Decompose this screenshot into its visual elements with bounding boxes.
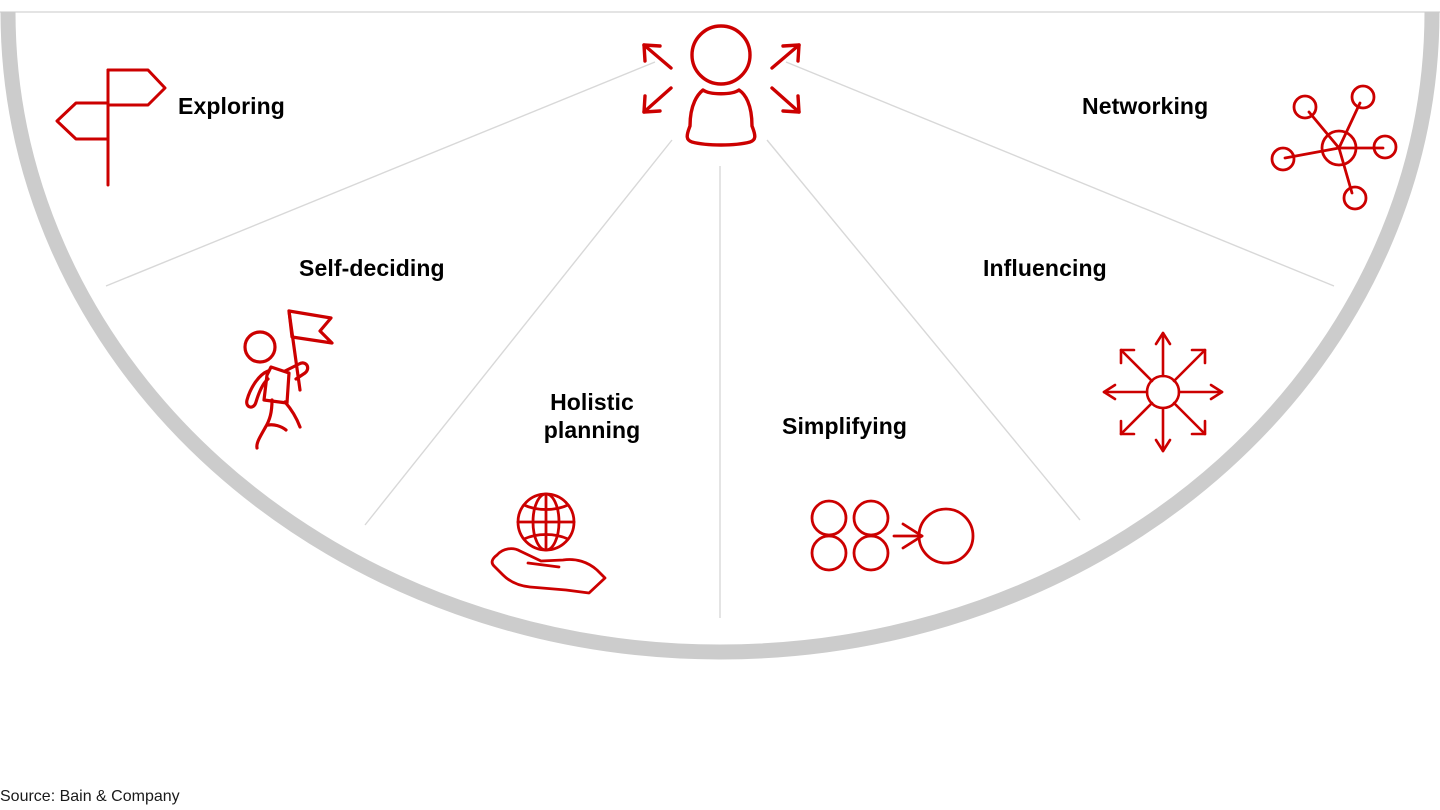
divider-4: [766, 139, 1081, 521]
segment-label-simplifying: Simplifying: [782, 413, 908, 439]
circle-with-eight-arrows-icon: [1102, 331, 1224, 453]
signpost-icon: [55, 68, 167, 187]
person-with-outward-arrows-icon: [642, 24, 801, 147]
globe-in-hand-icon: [490, 492, 607, 595]
segment-label-networking: Networking: [1082, 93, 1209, 119]
radial-dividers: [105, 61, 1335, 618]
divider-1: [105, 61, 656, 287]
divider-2: [364, 139, 673, 526]
divider-5: [785, 61, 1335, 287]
segment-label-self-deciding: Self-deciding: [299, 255, 445, 281]
four-circles-to-one-icon: [810, 499, 975, 572]
person-with-flag-icon: [243, 309, 334, 450]
network-hub-icon: [1270, 84, 1398, 211]
segment-label-holistic-planning: Holistic planning: [543, 389, 641, 444]
semicircle-arc: [0, 11, 1440, 660]
segment-label-influencing: Influencing: [983, 255, 1107, 281]
segment-label-exploring: Exploring: [178, 93, 285, 119]
source-note: Source: Bain & Company: [0, 788, 180, 805]
